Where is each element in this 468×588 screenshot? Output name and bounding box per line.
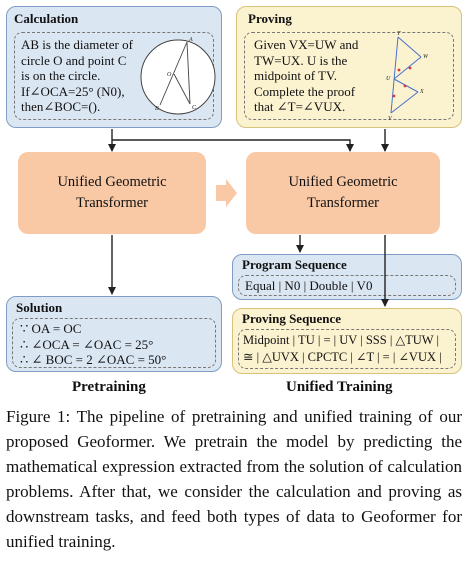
proving-line: TW=UX. U is the (254, 52, 348, 68)
proving-line: Complete the proof (254, 83, 356, 99)
calculation-header: Calculation (14, 11, 79, 26)
transformer-left-line1: Unified Geometric (57, 174, 167, 190)
transformer-right-line2: Transformer (307, 195, 379, 211)
proving-sequence-header: Proving Sequence (242, 311, 342, 326)
proving-content-box (244, 32, 454, 120)
proving-problem-text: Given VX=UW and TW=UX. U is the midpoint… (254, 37, 358, 115)
solution-text: ∵ OA = OC ∴ ∠OCA = ∠OAC = 25° ∴ ∠ BOC = … (20, 321, 166, 368)
proving-header: Proving (248, 11, 292, 26)
transformer-left-line2: Transformer (76, 195, 148, 211)
figure-label-V: V (388, 116, 393, 122)
figure-caption: Figure 1: The pipeline of pretraining an… (6, 407, 462, 551)
figure-label-W: W (423, 54, 429, 60)
calculation-line: circle O and point C (21, 52, 127, 68)
proving-sequence-line: Midpoint | TU | = | UV | SSS | △TUW | (243, 333, 439, 347)
proving-line: Given VX=UW and (254, 37, 359, 52)
solution-line: ∴ ∠OCA = ∠OAC = 25° (20, 336, 154, 352)
calculation-line: AB is the diameter of (21, 37, 133, 52)
proving-sequence-content: Midpoint | TU | = | UV | SSS | △TUW | ≅ … (243, 332, 442, 366)
solution-content-box (12, 318, 216, 368)
program-sequence-content: Equal | N0 | Double | V0 (245, 278, 373, 293)
proving-panel (236, 6, 462, 128)
transformer-right-line1: Unified Geometric (288, 174, 398, 190)
diagram-overlay: A O B C T W U X V (108, 31, 429, 307)
figure-label-U: U (386, 76, 391, 82)
solution-line: ∵ OA = OC (20, 321, 82, 336)
arrow-calc-to-right (112, 139, 354, 152)
pretraining-label: Pretraining (72, 379, 146, 395)
proving-sequence-content-box (238, 329, 456, 369)
solution-line: ∴ ∠ BOC = 2 ∠OAC = 50° (20, 352, 167, 367)
calculation-problem-text: AB is the diameter of circle O and point… (21, 37, 133, 115)
program-sequence-content-box (238, 275, 456, 296)
calculation-line: is on the circle. (21, 68, 101, 83)
figure-label-T: T (397, 31, 401, 37)
figure-label-C: C (192, 105, 197, 111)
transfer-arrow (216, 179, 237, 207)
proving-line: that ∠T=∠VUX. (254, 99, 346, 114)
program-sequence-panel (232, 254, 462, 300)
calculation-line: If∠OCA=25° (N0), (21, 83, 125, 99)
circle-figure: A O B C (140, 37, 216, 115)
figure-label-B: B (155, 106, 159, 112)
solution-header: Solution (16, 300, 63, 315)
calculation-line: then∠BOC=(). (21, 99, 101, 114)
flow-arrows (108, 129, 389, 307)
program-sequence-header: Program Sequence (242, 257, 347, 272)
figure-label-A: A (188, 37, 193, 43)
solution-panel (6, 296, 222, 372)
figure-label-O: O (167, 72, 172, 78)
proving-sequence-panel (232, 308, 462, 374)
triangle-figure: T W U X V (386, 31, 429, 122)
proving-line: midpoint of TV. (254, 68, 337, 83)
unified-training-label: Unified Training (286, 379, 393, 395)
figure-label-X: X (419, 89, 424, 95)
proving-sequence-line: ≅ | △UVX | CPCTC | ∠T | = | ∠VUX | (243, 350, 442, 364)
